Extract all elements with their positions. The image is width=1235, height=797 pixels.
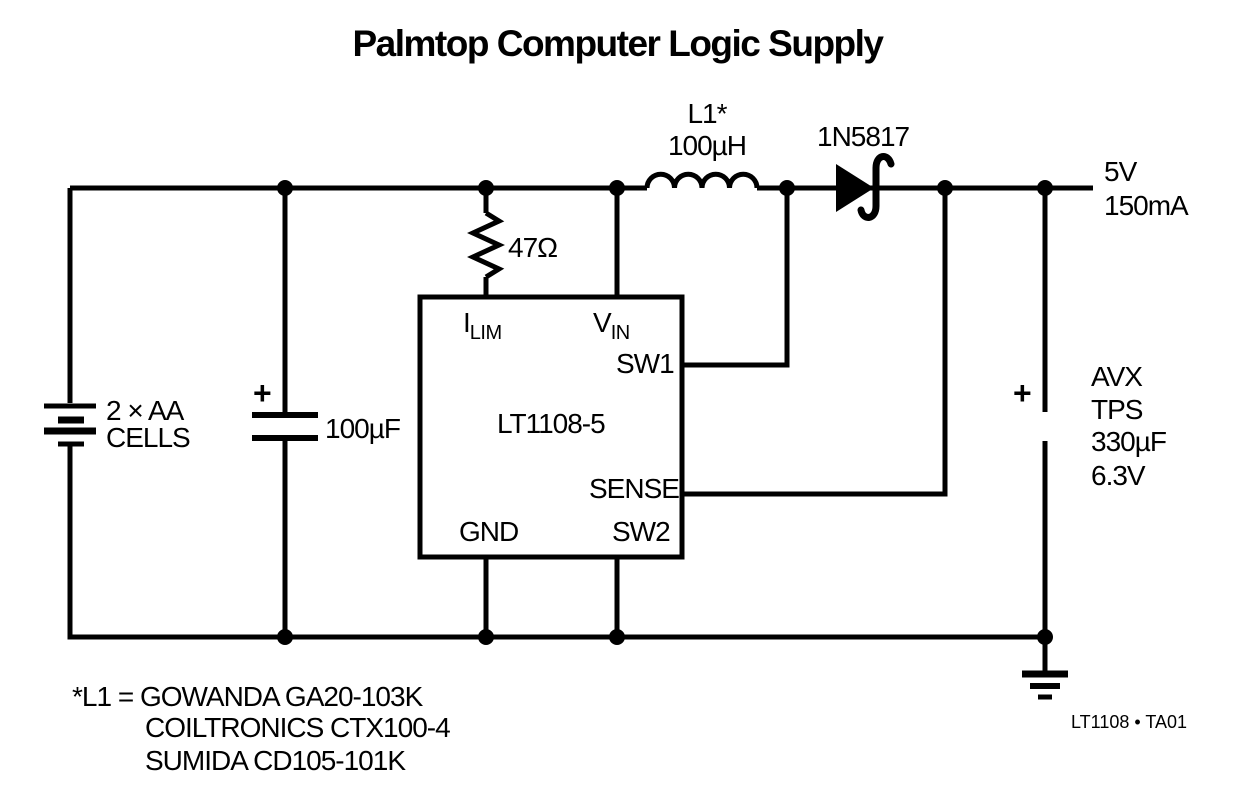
- battery-label-line1: 2 × AA: [106, 395, 184, 426]
- diode-schottky-bar: [857, 153, 895, 221]
- sense-wire: [682, 188, 948, 497]
- wires: [67, 185, 1093, 672]
- junction-dot: [277, 629, 293, 645]
- inductor-value-label: 100µH: [667, 130, 747, 161]
- resistor-symbol: [467, 210, 505, 280]
- inductor-symbol: [644, 171, 760, 189]
- input-cap-polarity-label: +: [253, 375, 272, 411]
- junction-dot: [937, 180, 953, 196]
- inductor-name-label: L1*: [687, 98, 727, 129]
- ic-pin-sw2-label: SW2: [612, 516, 671, 547]
- battery-label-line2: CELLS: [106, 422, 191, 453]
- ic-pin-ilim-sub: LIM: [469, 322, 502, 344]
- diode-triangle: [836, 164, 874, 212]
- junction-dot: [1037, 180, 1053, 196]
- ic-pin-sw1-label: SW1: [616, 348, 675, 379]
- ic-pin-ilim-label: ILIM: [463, 308, 502, 344]
- bottom-rail-wire: [67, 446, 1045, 640]
- junction-dot: [779, 180, 795, 196]
- page-title: Palmtop Computer Logic Supply: [352, 23, 884, 64]
- junction-dot: [609, 629, 625, 645]
- ic-pin-vin-sub: IN: [610, 322, 631, 344]
- sw1-wire: [682, 188, 790, 368]
- output-cap-polarity-label: +: [1013, 375, 1032, 411]
- battery-symbol: [44, 403, 96, 447]
- ic-pin-vin-base: V: [593, 307, 612, 338]
- resistor-value-label: 47Ω: [508, 232, 558, 263]
- junction-dots: [277, 180, 1053, 645]
- output-voltage-label: 5V: [1104, 156, 1137, 187]
- junction-dot: [609, 180, 625, 196]
- output-cap-label-line3: 330µF: [1091, 426, 1167, 457]
- ic-pin-gnd-label: GND: [459, 516, 519, 547]
- junction-dot: [478, 629, 494, 645]
- ic-pin-sense-label: SENSE: [589, 473, 680, 504]
- junction-dot: [277, 180, 293, 196]
- ground-symbol: [1022, 670, 1068, 700]
- figure-reference-label: LT1108 • TA01: [1071, 712, 1188, 732]
- diode-part-label: 1N5817: [817, 121, 910, 152]
- ic-part-label: LT1108-5: [497, 408, 606, 439]
- diode-symbol: [836, 153, 895, 221]
- output-cap-label-line2: TPS: [1091, 394, 1143, 425]
- input-cap-value-label: 100µF: [325, 413, 401, 444]
- junction-dot: [1037, 629, 1053, 645]
- ic-pin-vin-label: VIN: [593, 308, 630, 344]
- output-cap-label-line4: 6.3V: [1091, 460, 1146, 491]
- note-line3: SUMIDA CD105-101K: [145, 745, 406, 776]
- note-line1: *L1 = GOWANDA GA20-103K: [72, 681, 423, 712]
- junction-dot: [478, 180, 494, 196]
- note-line2: COILTRONICS CTX100-4: [145, 712, 451, 743]
- output-cap-label-line1: AVX: [1091, 361, 1143, 392]
- output-current-label: 150mA: [1104, 190, 1189, 221]
- ic-box: [417, 294, 685, 560]
- ic-pin-ilim-base: I: [463, 307, 471, 338]
- input-capacitor-symbol: [252, 412, 318, 441]
